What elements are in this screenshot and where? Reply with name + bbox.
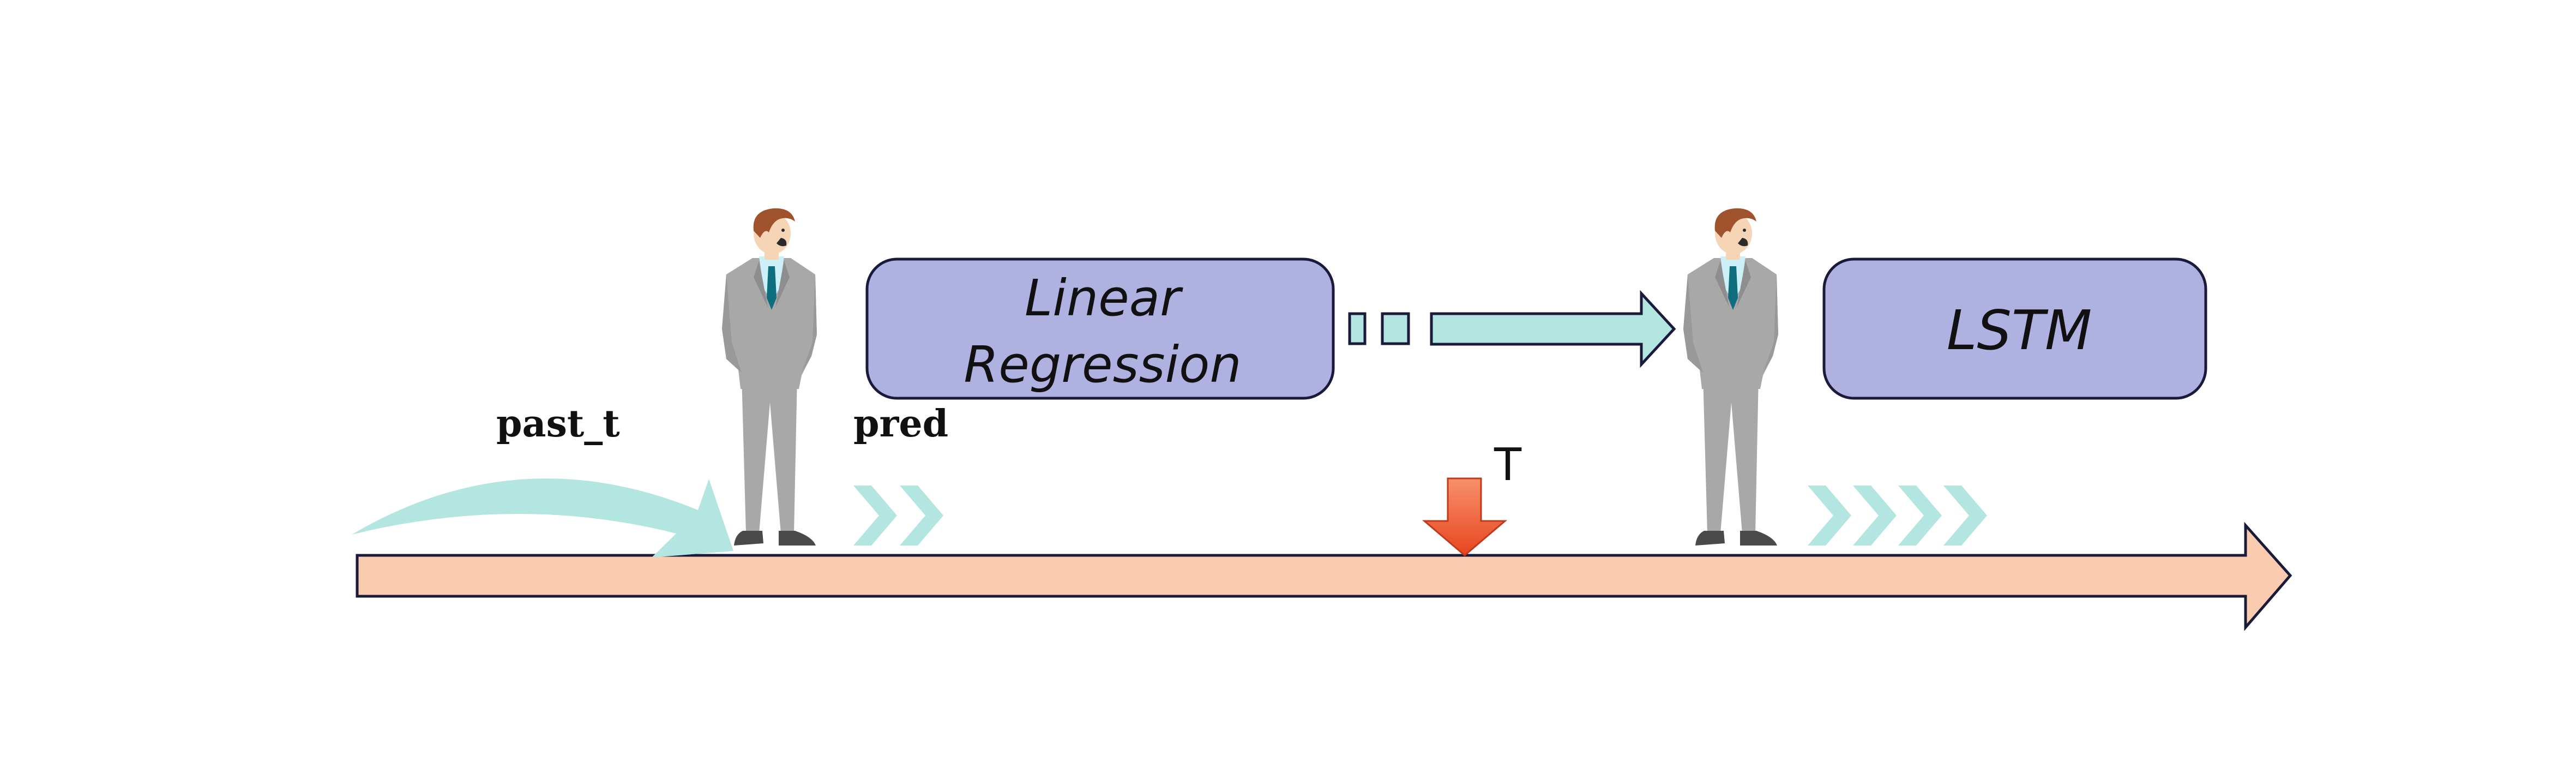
lstm-box xyxy=(1822,257,2207,400)
chevrons-short xyxy=(853,486,943,546)
businessman-icon xyxy=(1683,208,1778,546)
connector-square xyxy=(1348,312,1367,345)
timeline-arrow xyxy=(356,522,2292,631)
linear-regression-box xyxy=(865,257,1335,400)
connector-square xyxy=(1381,312,1410,345)
past-curved-arrow xyxy=(352,478,733,558)
linear-regression-label-line2: Regression xyxy=(964,335,1241,394)
businessman-icon xyxy=(722,208,817,546)
chevrons-long xyxy=(1808,486,1987,546)
time-marker-label: T xyxy=(1494,439,1522,491)
lstm-label: LSTM xyxy=(1947,298,2092,362)
down-arrow-icon xyxy=(1422,477,1508,556)
right-arrow xyxy=(1430,290,1676,368)
linear-regression-label-line1: Linear xyxy=(1025,269,1183,327)
past-label: past_t xyxy=(496,402,620,446)
pred-label: pred xyxy=(853,402,948,446)
